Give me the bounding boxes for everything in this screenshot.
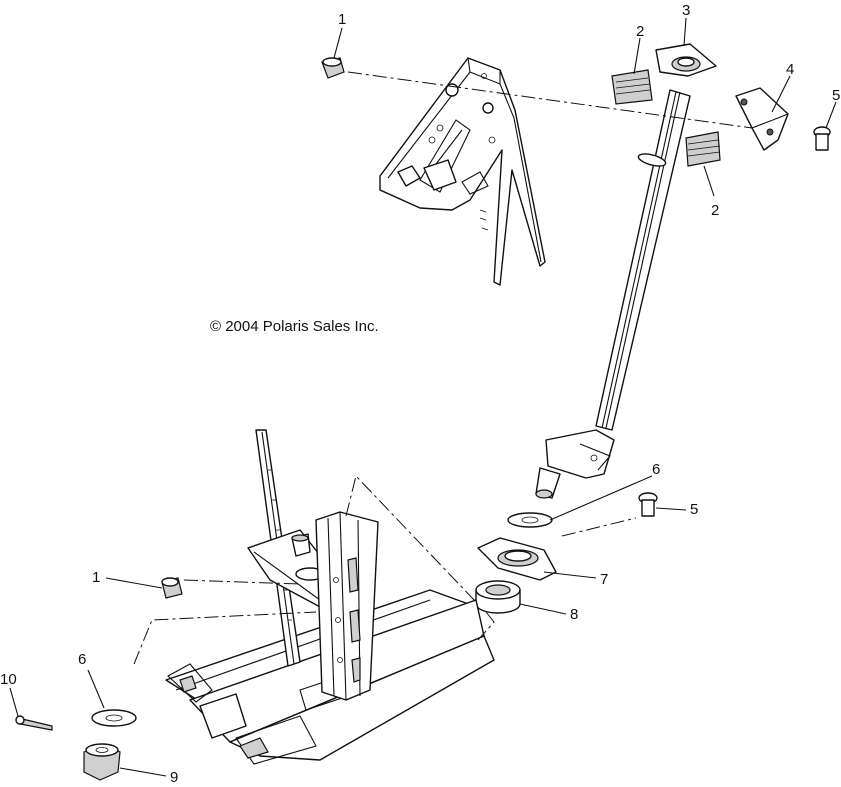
callout-7: 7 [600, 571, 608, 588]
callout-6-bottom: 6 [78, 651, 86, 668]
washer-mid [507, 512, 553, 528]
callout-4: 4 [786, 61, 794, 78]
castle-nut [83, 743, 121, 781]
copyright-notice: © 2004 Polaris Sales Inc. [210, 318, 379, 335]
callout-1-top: 1 [338, 11, 346, 28]
bearing-ring [475, 580, 521, 614]
flange-plate [477, 537, 557, 581]
bushing-top [611, 69, 653, 105]
callout-6-mid: 6 [652, 461, 660, 478]
callout-1-left: 1 [92, 569, 100, 586]
callout-9: 9 [170, 769, 178, 786]
washer-bottom [91, 709, 137, 727]
callout-2-top: 2 [636, 23, 644, 40]
callout-10: 10 [0, 671, 17, 688]
bolt-mid [638, 492, 658, 517]
cotter-pin [15, 715, 53, 731]
nut-top [321, 57, 345, 79]
bushing-bottom [685, 131, 721, 167]
callout-3: 3 [682, 2, 690, 19]
callout-8: 8 [570, 606, 578, 623]
steering-post [535, 43, 717, 499]
nut-left [161, 577, 183, 599]
callout-2-bottom: 2 [711, 202, 719, 219]
leader-lines [9, 17, 837, 777]
callout-5-top: 5 [832, 87, 840, 104]
clamp-bracket [735, 87, 789, 151]
alignment-lines [133, 71, 753, 665]
lower-frame [165, 429, 495, 765]
upper-frame-bracket [379, 57, 546, 286]
bolt-top [813, 126, 831, 151]
callout-5-mid: 5 [690, 501, 698, 518]
